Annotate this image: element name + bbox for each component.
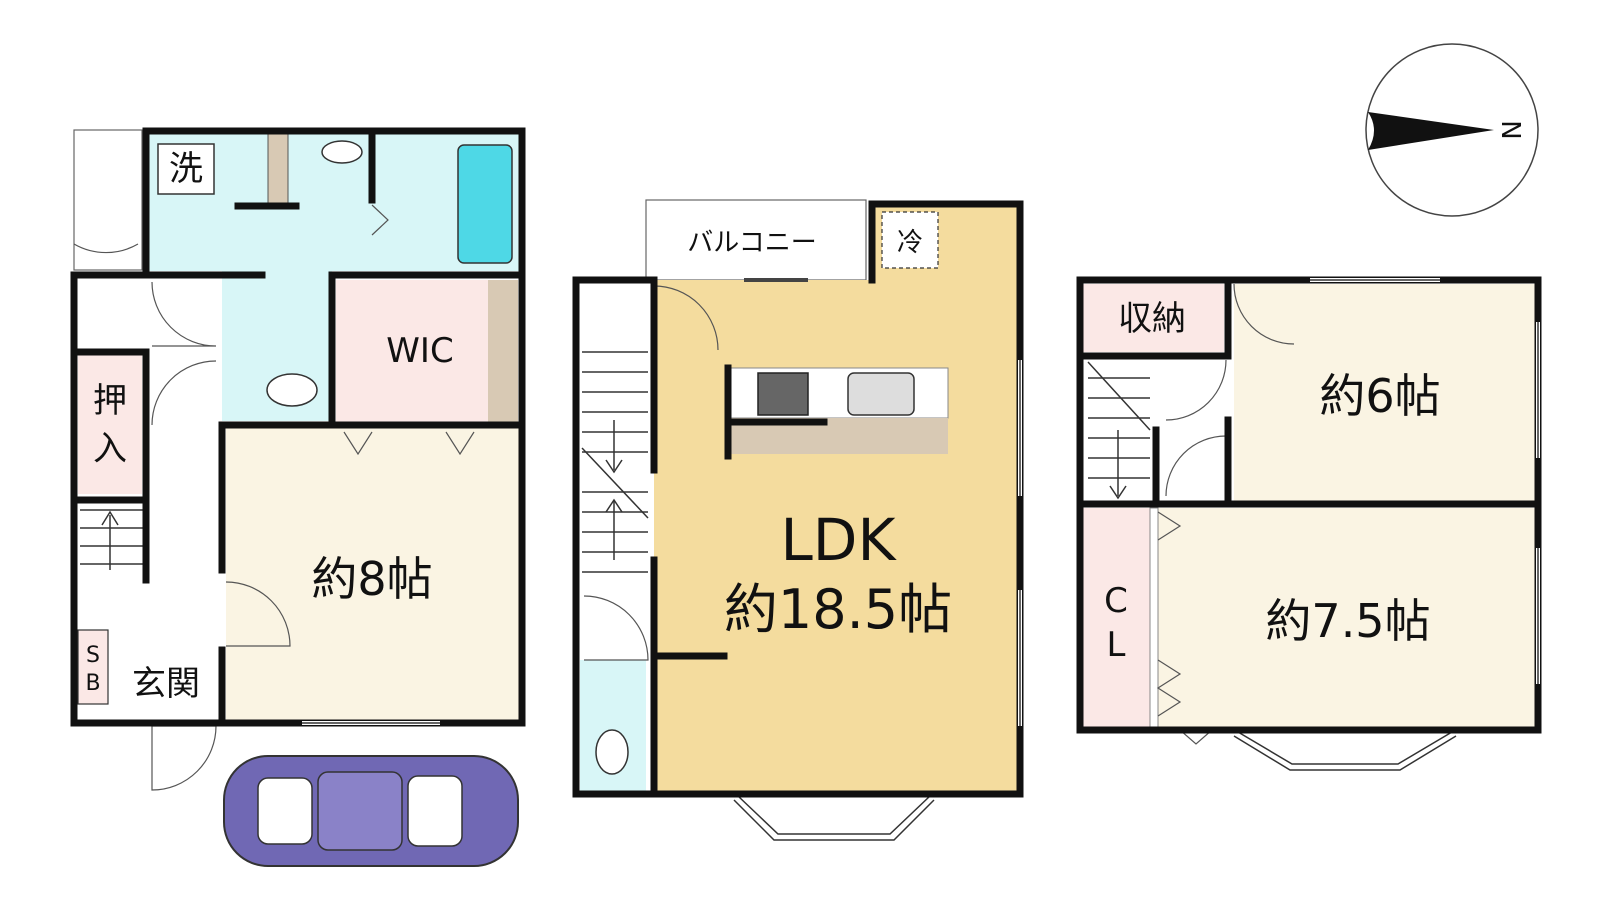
sink-icon bbox=[847, 372, 915, 416]
balcony-label: バルコニー bbox=[687, 228, 816, 258]
floor-2: バルコニー 冷 LDK 約18.5帖 bbox=[572, 199, 1024, 841]
room-8-label: 約8帖 bbox=[311, 552, 432, 606]
toilet-icon bbox=[321, 140, 363, 164]
car-icon bbox=[223, 755, 519, 867]
storage-label: 収納 bbox=[1118, 299, 1186, 339]
room-7-5 bbox=[1156, 508, 1536, 728]
shoebox-label-bottom: B bbox=[85, 671, 100, 696]
wic-label: WIC bbox=[386, 331, 453, 371]
wash-label: 洗 bbox=[169, 149, 203, 189]
oshiire-label-top: 押 bbox=[93, 381, 127, 421]
stairs bbox=[1087, 361, 1151, 500]
floor-1: 洗 WIC 押 入 約8帖 S B 玄関 bbox=[70, 127, 526, 867]
entrance-label: 玄関 bbox=[132, 664, 200, 704]
north-label: N bbox=[1495, 120, 1525, 139]
floor-3: 収納 約6帖 約7.5帖 C L bbox=[1076, 276, 1542, 771]
ldk bbox=[654, 204, 1020, 794]
fridge-label: 冷 bbox=[897, 228, 923, 258]
stove-icon bbox=[757, 372, 809, 416]
ldk-label-line2: 約18.5帖 bbox=[724, 578, 952, 641]
closet-label-top: C bbox=[1104, 581, 1128, 621]
room-6 bbox=[1234, 284, 1536, 502]
ldk-label-line1: LDK bbox=[780, 506, 897, 574]
room-6-label: 約6帖 bbox=[1319, 369, 1440, 423]
bathtub-icon bbox=[457, 144, 513, 264]
oshiire bbox=[78, 352, 142, 494]
balcony bbox=[645, 199, 867, 281]
compass-icon: N bbox=[1365, 43, 1539, 217]
closet bbox=[1080, 508, 1150, 728]
wic bbox=[336, 280, 488, 422]
toilet-icon bbox=[266, 373, 318, 407]
storage bbox=[1080, 284, 1224, 352]
stairs bbox=[581, 351, 649, 573]
room-8 bbox=[226, 427, 522, 723]
closet-label-bottom: L bbox=[1107, 625, 1126, 665]
toilet-icon bbox=[595, 729, 629, 775]
stairs bbox=[80, 509, 144, 570]
room-7-5-label: 約7.5帖 bbox=[1265, 594, 1430, 648]
shoebox-label-top: S bbox=[86, 643, 100, 668]
oshiire-label-bottom: 入 bbox=[93, 429, 127, 469]
